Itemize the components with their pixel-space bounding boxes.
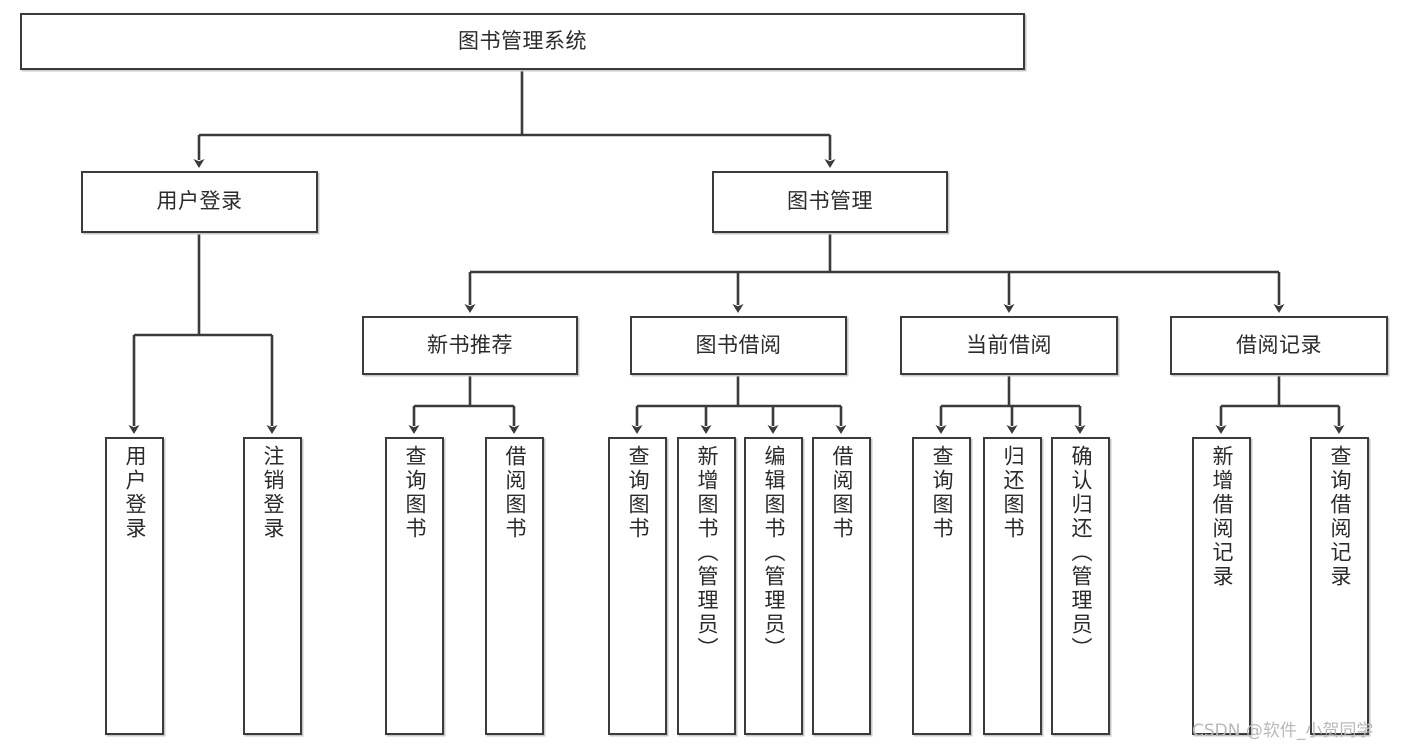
node-leaf-user-login[interactable]: 用户登录: [105, 437, 164, 735]
node-user-login-label: 用户登录: [156, 189, 243, 214]
node-leaf-query-record-label: 查询借阅记录: [1328, 445, 1352, 589]
node-leaf-logout[interactable]: 注销登录: [243, 437, 302, 735]
node-new-book-recommend-label: 新书推荐: [427, 332, 513, 357]
node-borrow-record[interactable]: 借阅记录: [1170, 316, 1388, 375]
node-leaf-query-book-2-label: 查询图书: [626, 445, 650, 541]
node-leaf-logout-label: 注销登录: [261, 445, 285, 541]
node-leaf-query-record[interactable]: 查询借阅记录: [1310, 437, 1369, 735]
node-book-manage[interactable]: 图书管理: [712, 171, 948, 233]
node-leaf-edit-book-label: 编辑图书（管理员）: [762, 445, 786, 661]
node-leaf-user-login-label: 用户登录: [123, 445, 147, 541]
node-leaf-borrow-book-2[interactable]: 借阅图书: [812, 437, 871, 735]
node-leaf-query-book-3-label: 查询图书: [930, 445, 954, 541]
node-leaf-confirm-return-label: 确认归还（管理员）: [1069, 445, 1093, 661]
node-leaf-add-book-label: 新增图书（管理员）: [695, 445, 719, 661]
node-leaf-query-book-1-label: 查询图书: [403, 445, 427, 541]
node-leaf-confirm-return[interactable]: 确认归还（管理员）: [1051, 437, 1110, 735]
node-root-label: 图书管理系统: [458, 28, 587, 53]
node-leaf-add-record-label: 新增借阅记录: [1210, 445, 1234, 589]
node-leaf-return-book[interactable]: 归还图书: [983, 437, 1042, 735]
node-leaf-add-book[interactable]: 新增图书（管理员）: [677, 437, 736, 735]
node-root[interactable]: 图书管理系统: [20, 13, 1025, 70]
node-book-borrow[interactable]: 图书借阅: [630, 316, 847, 375]
node-leaf-query-book-1[interactable]: 查询图书: [385, 437, 444, 735]
csdn-watermark: CSDN @软件_小贺同学: [1192, 721, 1374, 741]
node-new-book-recommend[interactable]: 新书推荐: [362, 316, 578, 375]
node-leaf-edit-book[interactable]: 编辑图书（管理员）: [744, 437, 803, 735]
node-borrow-record-label: 借阅记录: [1236, 332, 1322, 357]
node-leaf-add-record[interactable]: 新增借阅记录: [1192, 437, 1251, 735]
node-user-login[interactable]: 用户登录: [81, 171, 318, 233]
node-book-manage-label: 图书管理: [787, 189, 873, 214]
node-leaf-borrow-book-2-label: 借阅图书: [830, 445, 854, 541]
node-current-borrow-label: 当前借阅: [966, 332, 1052, 357]
node-current-borrow[interactable]: 当前借阅: [900, 316, 1118, 375]
node-leaf-query-book-3[interactable]: 查询图书: [912, 437, 971, 735]
node-leaf-return-book-label: 归还图书: [1001, 445, 1025, 541]
node-leaf-borrow-book-1-label: 借阅图书: [503, 445, 527, 541]
node-leaf-borrow-book-1[interactable]: 借阅图书: [485, 437, 544, 735]
node-book-borrow-label: 图书借阅: [695, 332, 782, 357]
node-leaf-query-book-2[interactable]: 查询图书: [608, 437, 667, 735]
